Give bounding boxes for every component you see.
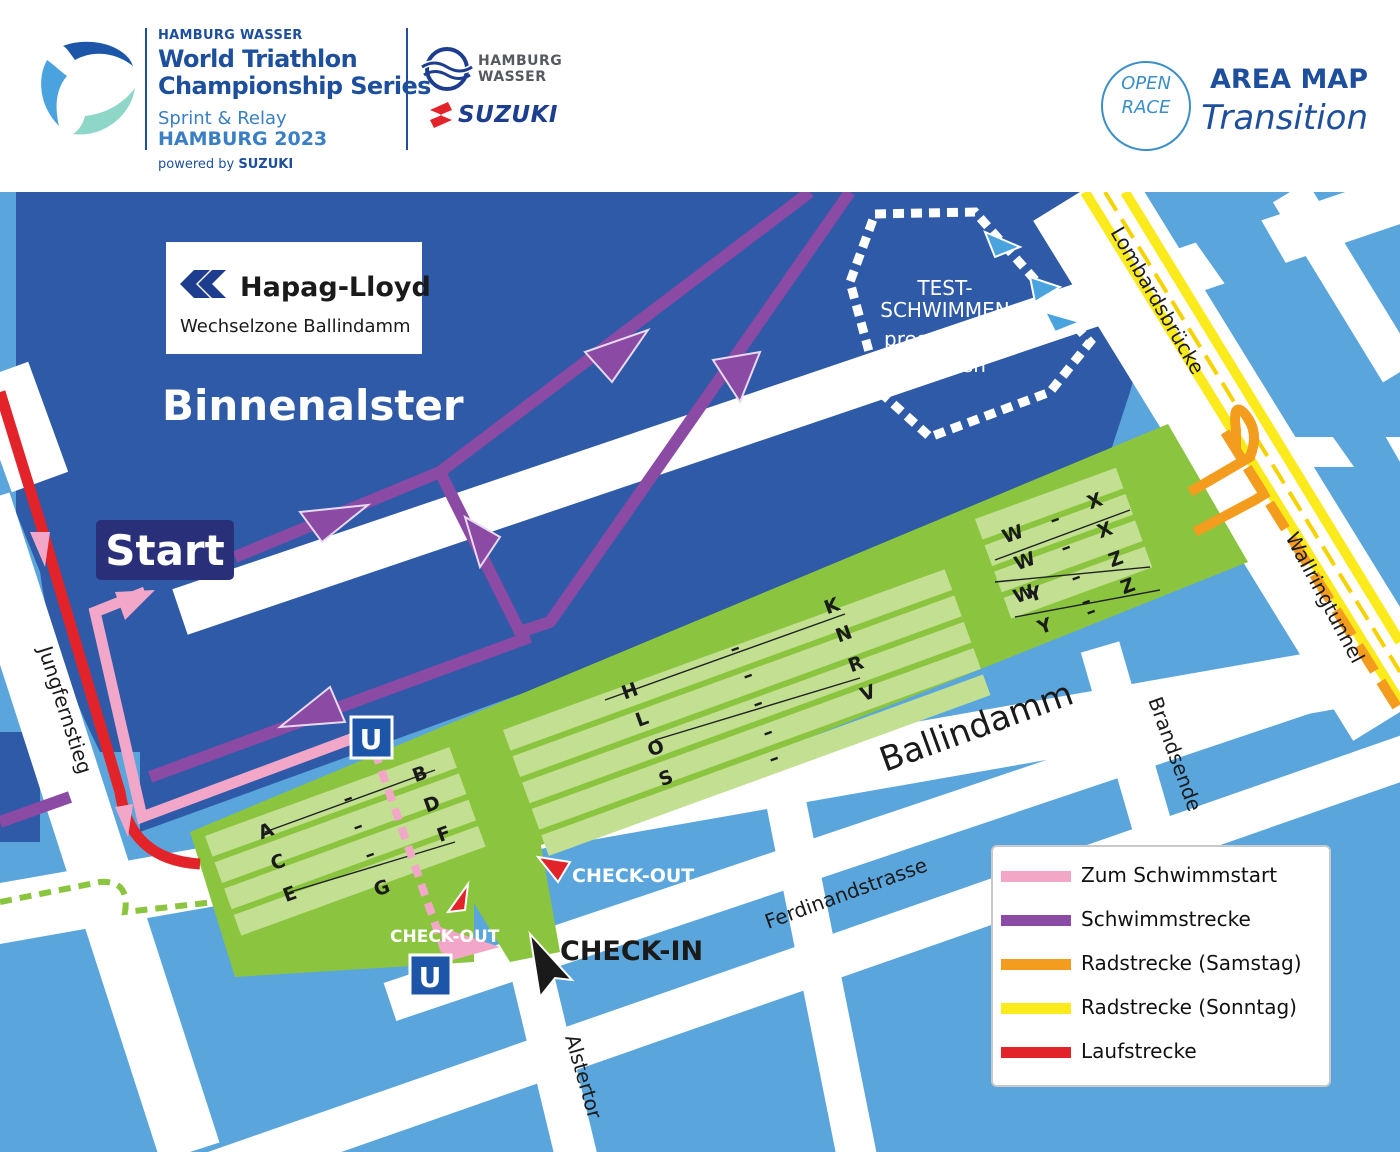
powered-by-prefix: powered by xyxy=(158,157,235,172)
test-swim-line-2: SCHWIMMEN xyxy=(880,298,1009,322)
run-route-arrow-1 xyxy=(30,532,50,567)
start-badge xyxy=(96,520,234,580)
checkout-label-2: CHECK-OUT xyxy=(390,927,500,947)
suzuki-wordmark: SUZUKI xyxy=(458,102,558,128)
header-divider-2 xyxy=(406,28,408,150)
legend-label: Radstrecke (Samstag) xyxy=(1081,951,1302,975)
powered-by-brand: SUZUKI xyxy=(238,157,294,172)
legend-label: Laufstrecke xyxy=(1081,1039,1197,1063)
swim-start-arrow xyxy=(115,590,155,620)
swim-start-route-dashed xyxy=(371,750,449,954)
checkin-arrow-icon xyxy=(528,930,575,1000)
header-divider-1 xyxy=(145,28,147,150)
open-race-line-1: OPEN xyxy=(1121,73,1171,94)
run-route xyxy=(0,390,201,870)
checkout-arrow-icon xyxy=(535,855,572,884)
legend-swatch xyxy=(1001,1003,1071,1014)
legend-swatch xyxy=(1001,871,1071,882)
legend-item-bike-sunday: Radstrecke (Sonntag) xyxy=(1001,995,1331,1025)
rack-row xyxy=(214,773,467,883)
rack-arrows xyxy=(264,509,1161,893)
rack-row xyxy=(224,799,476,910)
rack-letter: B xyxy=(409,762,430,788)
run-route-arrow-2 xyxy=(115,804,133,837)
legend-item-swim-course: Schwimmstrecke xyxy=(1001,907,1331,937)
test-swim-line-4: Sailfish xyxy=(914,353,986,377)
rack-letter: H xyxy=(619,678,641,704)
hamburg-wasser-logo-icon xyxy=(420,47,474,91)
organizer-name: HAMBURG WASSER xyxy=(158,28,303,43)
hapag-lloyd-brand: Hapag-Lloyd xyxy=(240,272,431,303)
swim-course xyxy=(0,192,855,828)
transition-zone-checkin-lane xyxy=(455,840,560,962)
legend-item-swim-start: Zum Schwimmstart xyxy=(1001,863,1331,893)
rack-letter: N xyxy=(833,621,855,647)
start-label: Start xyxy=(105,526,224,575)
ubahn-label-north: U xyxy=(360,723,383,756)
hapag-lloyd-logo-icon xyxy=(180,270,226,298)
test-swim-line-3: presented by xyxy=(884,327,1016,351)
rack-row xyxy=(503,569,953,751)
test-swim-arrows xyxy=(983,230,1084,334)
swim-course-arrows xyxy=(276,328,762,729)
legend-item-bike-saturday: Radstrecke (Samstag) xyxy=(1001,951,1331,981)
rack-letter: D xyxy=(421,791,443,817)
legend-label: Zum Schwimmstart xyxy=(1081,863,1278,887)
powered-by: powered by SUZUKI xyxy=(158,157,293,172)
event-city-year: HAMBURG 2023 xyxy=(158,128,328,150)
bike-route-sunday-center-dash xyxy=(1103,192,1400,674)
rack-row xyxy=(512,595,962,777)
rack-letter: O xyxy=(645,735,668,761)
map-subtitle: Transition xyxy=(1201,98,1368,138)
ubahn-sign-north xyxy=(349,715,394,760)
lake-label: Binnenalster xyxy=(162,381,464,430)
rack-row xyxy=(1003,546,1153,619)
legend-label: Schwimmstrecke xyxy=(1081,907,1251,931)
walkway-dashed xyxy=(0,878,216,916)
checkout-label-1: CHECK-OUT xyxy=(572,865,694,887)
series-title-line-1: World Triathlon xyxy=(158,45,358,73)
event-format: Sprint & Relay xyxy=(158,108,287,129)
rack-row xyxy=(994,520,1143,593)
open-race-badge: OPEN RACE xyxy=(1101,61,1191,151)
area-map: W – X W – X W – Z Y – Z Y – – K H – N L xyxy=(0,192,1400,1152)
hamburg-wasser-line-1: HAMBURG xyxy=(478,53,563,69)
rack-row xyxy=(531,648,981,830)
rack-letter: G xyxy=(371,875,393,901)
checkout-arrow-icon xyxy=(445,880,470,914)
test-swim-label: TEST- SCHWIMMEN presented by Sailfish xyxy=(880,276,1016,377)
triathlon-logo-icon xyxy=(41,41,135,135)
map-title: AREA MAP xyxy=(1210,64,1368,95)
rack-row xyxy=(975,467,1124,540)
legend-item-run: Laufstrecke xyxy=(1001,1039,1331,1069)
bike-route-saturday xyxy=(1187,404,1400,715)
rack-row xyxy=(541,674,991,856)
checkout-exit-pink xyxy=(440,927,500,962)
series-title-line-2: Championship Series xyxy=(158,72,431,100)
legend-swatch xyxy=(1001,915,1071,926)
rack-row xyxy=(205,747,457,857)
checkin-label: CHECK-IN xyxy=(560,936,703,967)
test-swim-line-1: TEST- xyxy=(916,276,972,300)
lake-shore-east xyxy=(1160,192,1400,532)
open-race-line-2: RACE xyxy=(1121,97,1171,118)
hapag-lloyd-caption: Wechselzone Ballindamm xyxy=(180,316,411,337)
suzuki-logo-icon xyxy=(430,102,452,128)
bike-route-sunday xyxy=(1080,192,1400,705)
ubahn-label-south: U xyxy=(419,961,442,994)
ubahn-sign-south xyxy=(408,953,453,998)
legend-label: Radstrecke (Sonntag) xyxy=(1081,995,1297,1019)
legend-swatch xyxy=(1001,1047,1071,1058)
hamburg-wasser-line-2: WASSER xyxy=(478,69,547,85)
legend-swatch xyxy=(1001,959,1071,970)
rack-row xyxy=(233,826,486,936)
map-legend: Zum Schwimmstart Schwimmstrecke Radstrec… xyxy=(991,845,1331,1087)
rack-row xyxy=(984,494,1134,566)
test-swim-course xyxy=(845,207,1096,443)
